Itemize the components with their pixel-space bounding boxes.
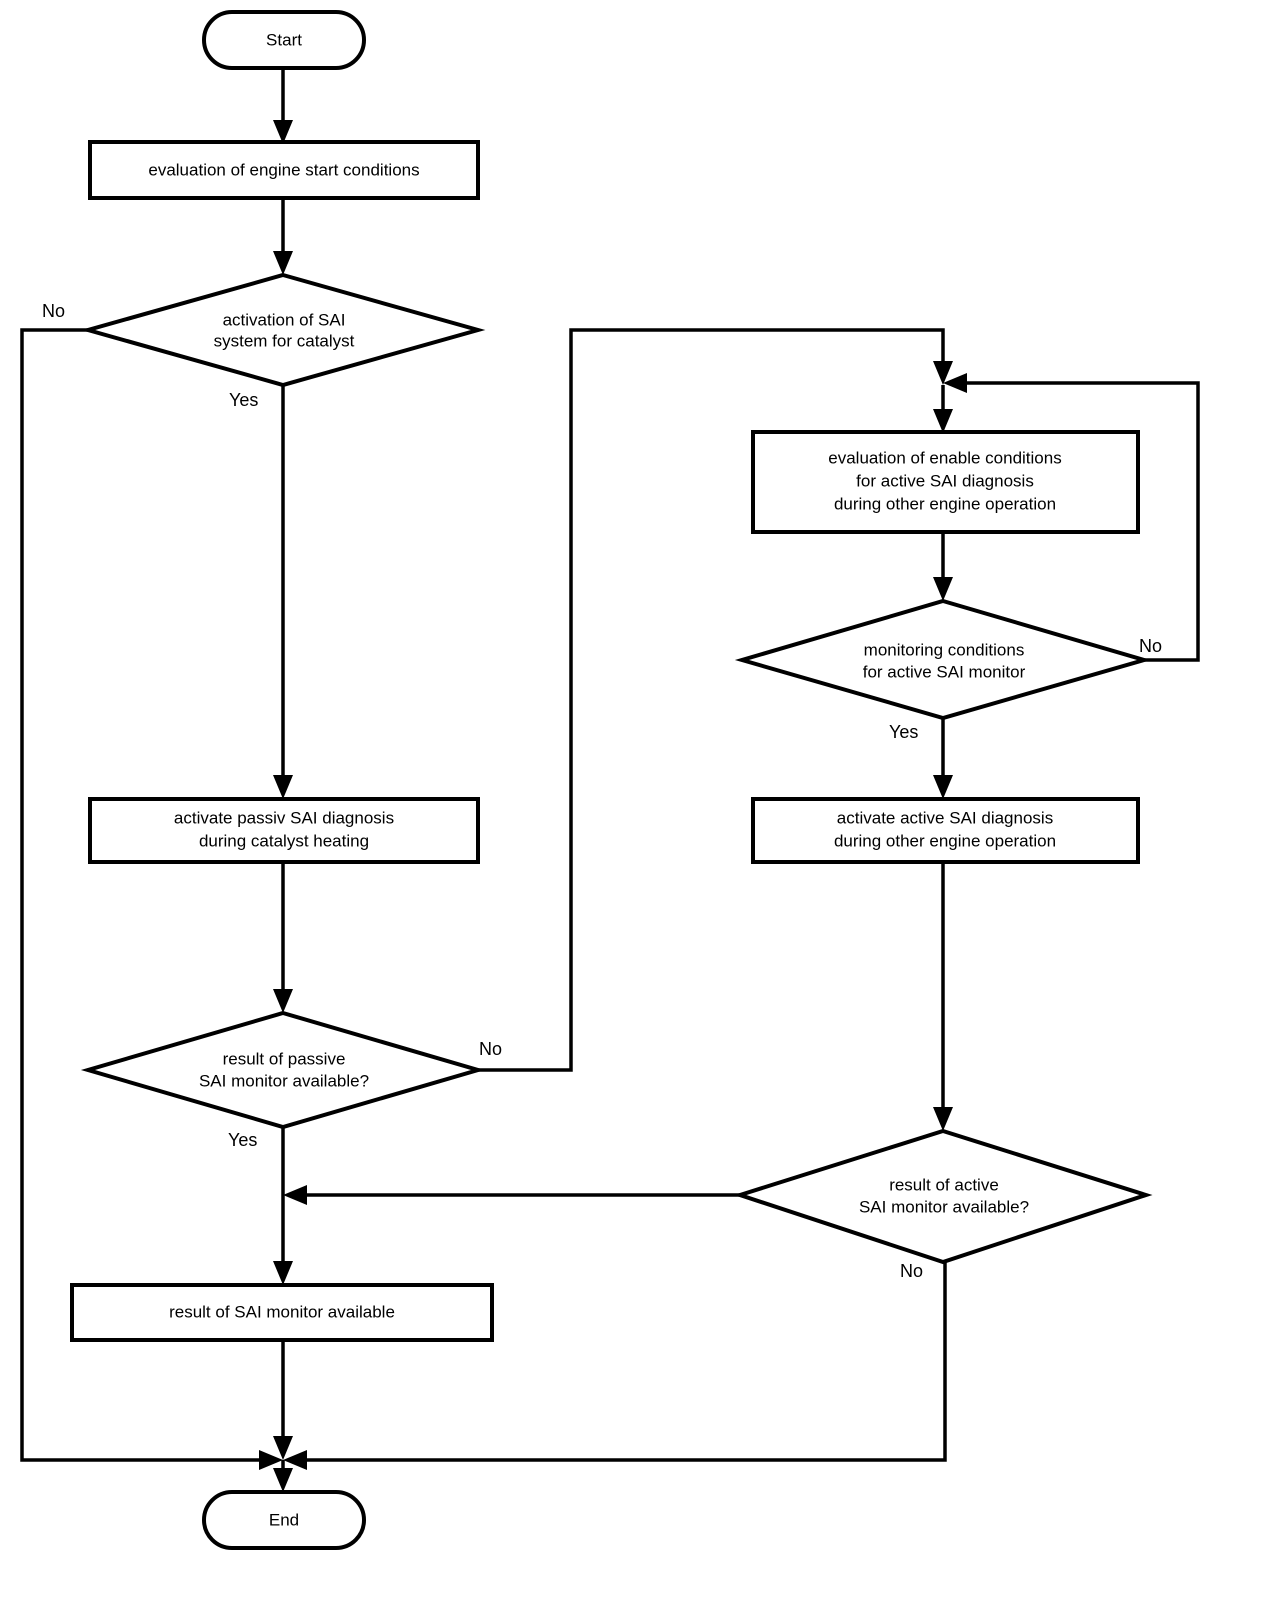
edge-result-active-yes: [283, 1185, 758, 1205]
node-monitoring-conditions[interactable]: monitoring conditions for active SAI mon…: [734, 598, 1152, 721]
node-activate-passive-line2: during catalyst heating: [199, 831, 369, 850]
branch-label-result-active-no: No: [900, 1261, 923, 1281]
node-eval-enable-conditions-line1: evaluation of enable conditions: [828, 448, 1061, 467]
node-activation-decision-line2: system for catalyst: [214, 331, 355, 350]
node-result-available-label: result of SAI monitor available: [169, 1302, 395, 1321]
node-end-label: End: [269, 1510, 299, 1529]
edge-activation-no: [20, 328, 283, 1470]
node-result-active-decision-line1: result of active: [889, 1175, 999, 1194]
edge-junction-to-end: [273, 1460, 293, 1492]
edge-eval-enable-to-monitoring: [933, 532, 953, 601]
node-activation-decision[interactable]: activation of SAI system for catalyst: [80, 272, 486, 388]
branch-label-result-passive-yes: Yes: [228, 1130, 257, 1150]
edge-activate-passive-to-result-passive: [273, 862, 293, 1013]
node-result-active-decision-line2: SAI monitor available?: [859, 1197, 1029, 1216]
node-result-active-decision[interactable]: result of active SAI monitor available?: [733, 1128, 1153, 1265]
node-activate-active[interactable]: activate active SAI diagnosis during oth…: [751, 797, 1140, 864]
node-monitoring-conditions-line2: for active SAI monitor: [863, 662, 1026, 681]
edge-to-eval-enable: [933, 385, 953, 433]
node-activate-passive[interactable]: activate passiv SAI diagnosis during cat…: [88, 797, 480, 864]
edge-activation-yes: [273, 385, 293, 799]
node-activate-passive-line1: activate passiv SAI diagnosis: [174, 808, 394, 827]
edge-monitoring-yes: [933, 718, 953, 799]
node-start-label: Start: [266, 30, 302, 49]
node-result-passive-decision[interactable]: result of passive SAI monitor available?: [80, 1010, 486, 1130]
edge-eval-start-to-activation: [273, 198, 293, 275]
node-activate-active-line2: during other engine operation: [834, 831, 1056, 850]
node-activate-active-line1: activate active SAI diagnosis: [837, 808, 1053, 827]
edge-result-active-no: [283, 1262, 947, 1470]
node-eval-enable-conditions-line3: during other engine operation: [834, 494, 1056, 513]
node-start[interactable]: Start: [202, 10, 366, 70]
edge-start-to-eval-start: [273, 68, 293, 144]
node-end[interactable]: End: [202, 1490, 366, 1550]
node-result-passive-decision-line1: result of passive: [223, 1049, 346, 1068]
branch-label-monitoring-no: No: [1139, 636, 1162, 656]
node-monitoring-conditions-line1: monitoring conditions: [864, 640, 1025, 659]
branch-label-activation-yes: Yes: [229, 390, 258, 410]
edge-result-passive-yes: [273, 1127, 293, 1285]
node-eval-start-conditions-label: evaluation of engine start conditions: [148, 160, 419, 179]
branch-label-result-passive-no: No: [479, 1039, 502, 1059]
branch-label-activation-no: No: [42, 301, 65, 321]
node-activation-decision-line1: activation of SAI: [223, 310, 346, 329]
edge-result-available-to-junction: [273, 1340, 293, 1460]
edge-activate-active-to-result-active: [933, 862, 953, 1131]
node-result-available[interactable]: result of SAI monitor available: [70, 1283, 494, 1342]
edge-monitoring-no: [943, 373, 1200, 662]
edge-result-passive-no: [478, 328, 953, 1072]
branch-label-monitoring-yes: Yes: [889, 722, 918, 742]
node-eval-enable-conditions-line2: for active SAI diagnosis: [856, 471, 1034, 490]
node-eval-start-conditions[interactable]: evaluation of engine start conditions: [88, 140, 480, 200]
node-eval-enable-conditions[interactable]: evaluation of enable conditions for acti…: [751, 430, 1140, 534]
node-result-passive-decision-line2: SAI monitor available?: [199, 1071, 369, 1090]
